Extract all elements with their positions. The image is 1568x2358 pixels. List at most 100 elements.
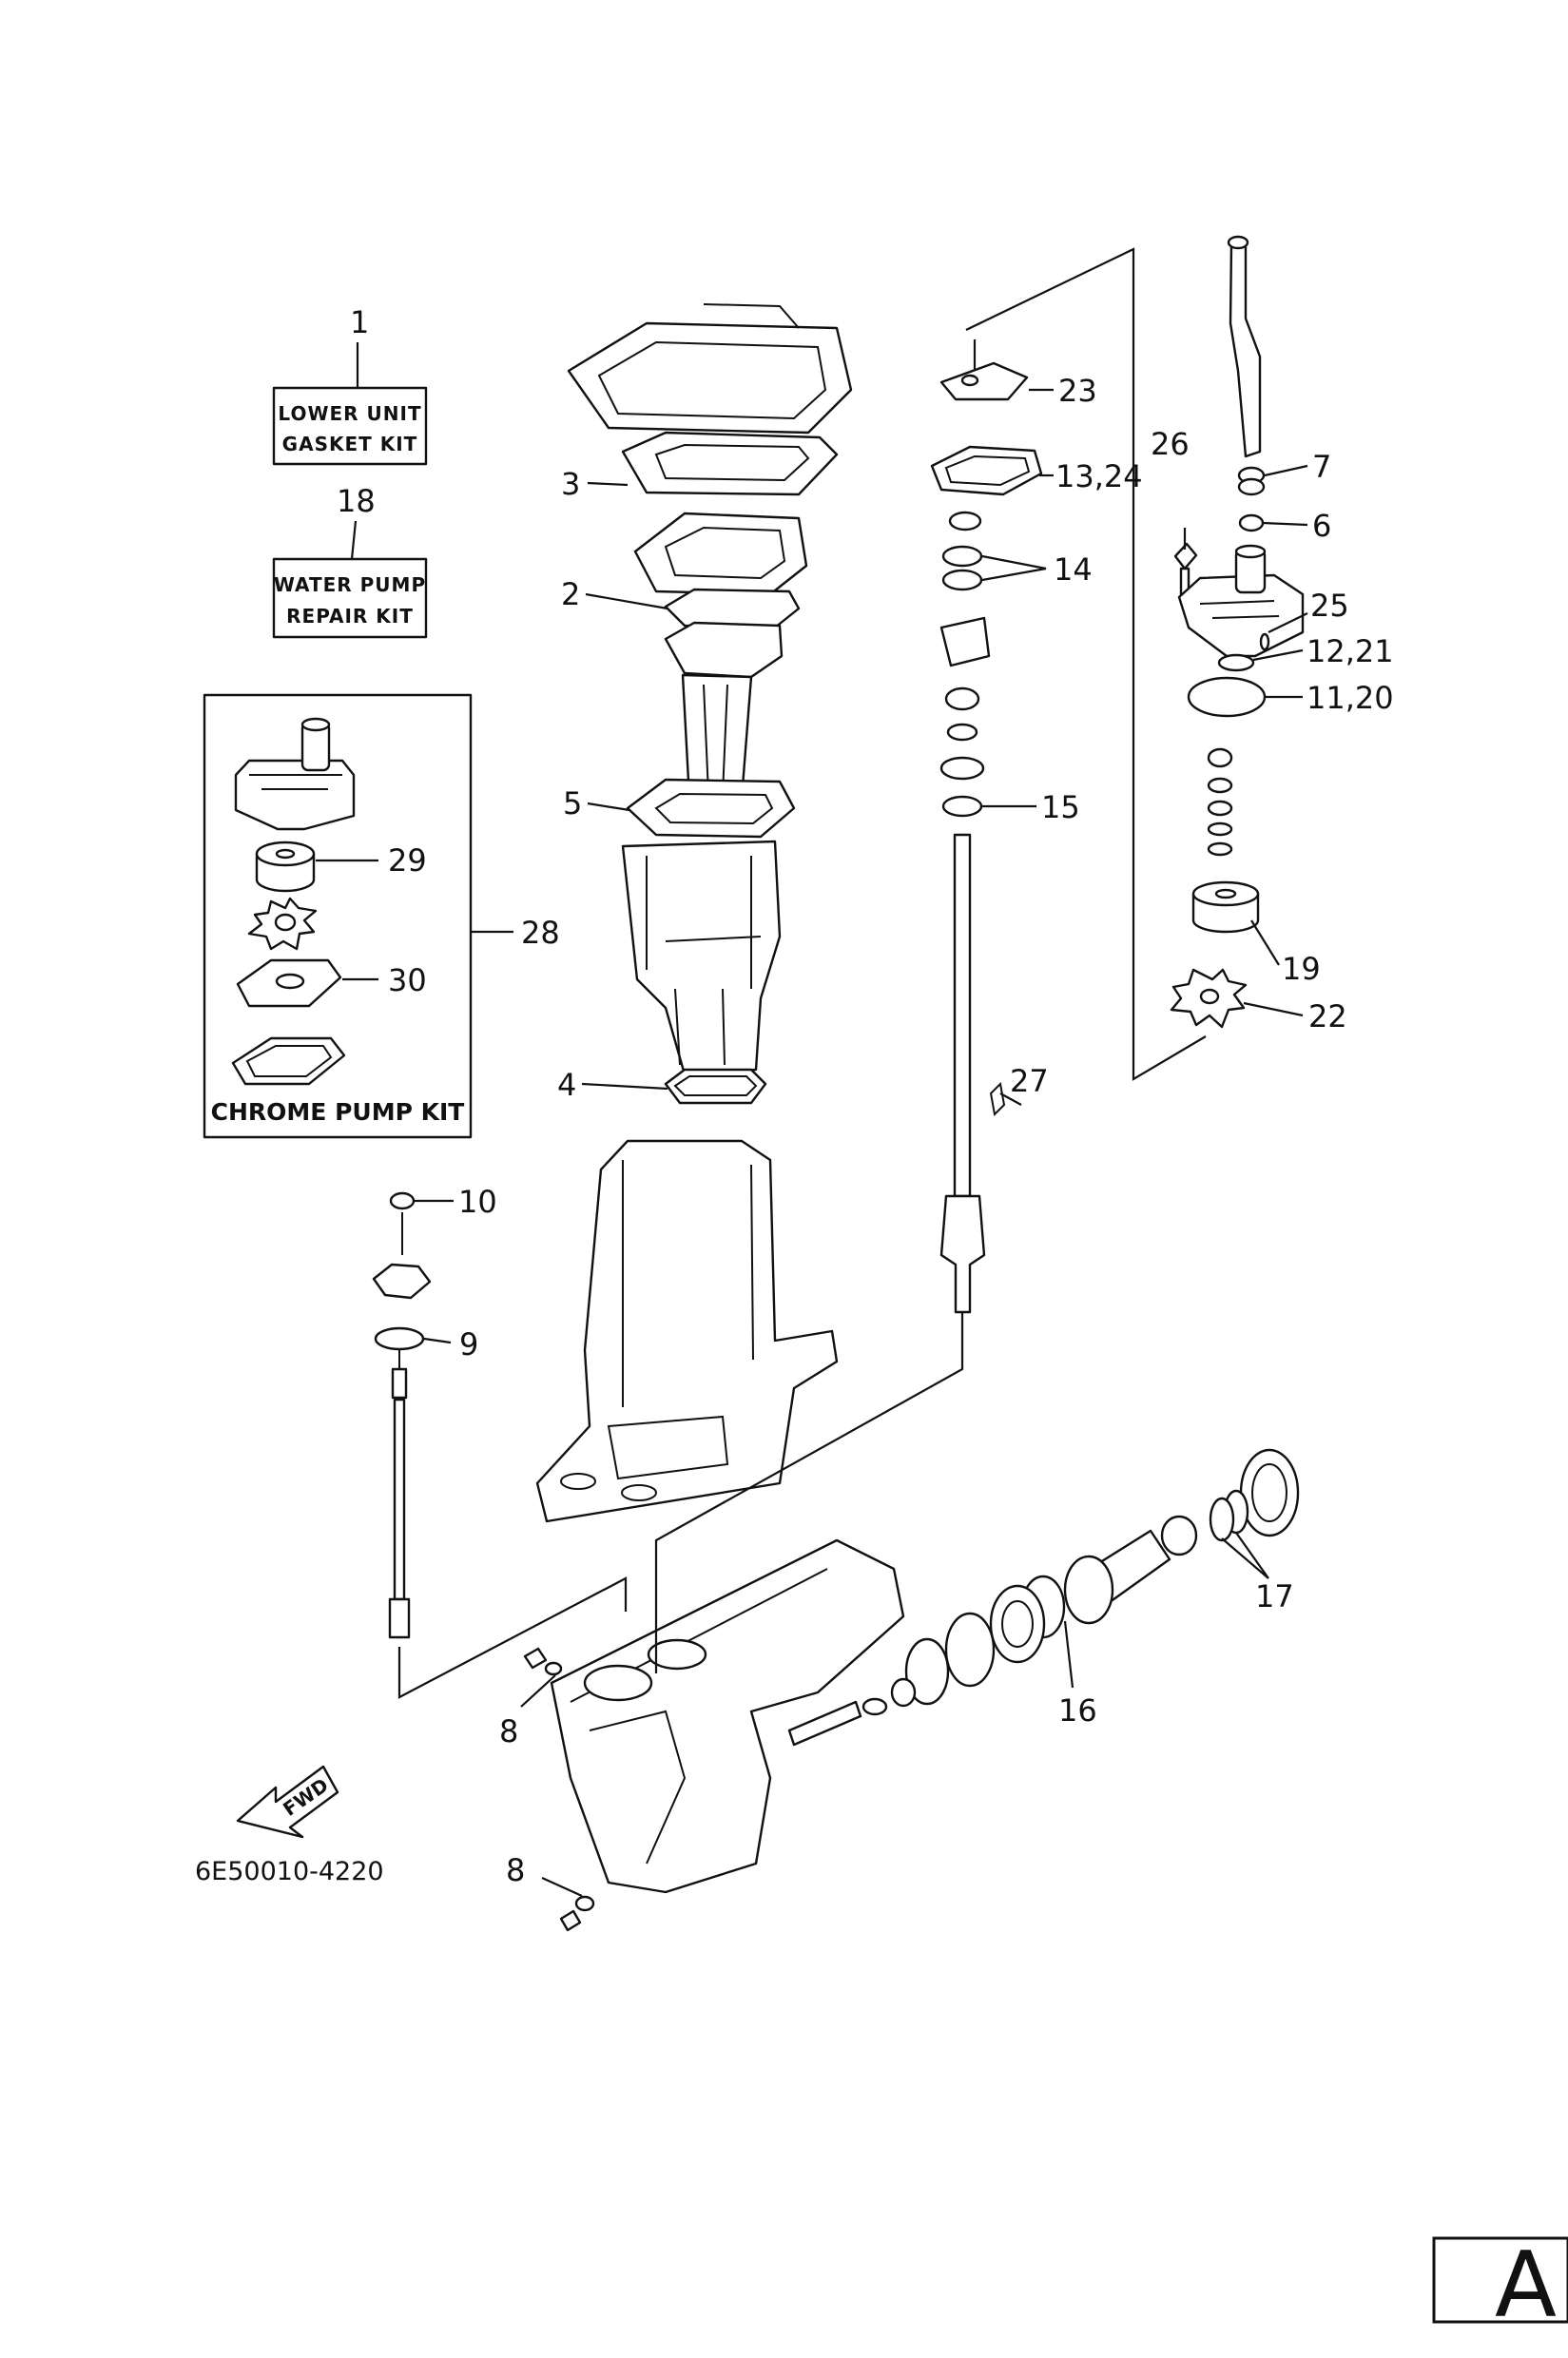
water-pump-kit-line1: WATER PUMP <box>274 573 426 596</box>
pump-gasket-part <box>231 1036 346 1086</box>
upper-gasket-plate <box>567 303 853 435</box>
impeller-part <box>247 897 318 951</box>
shift-rod <box>393 1398 406 1601</box>
o-ring-12-21 <box>1217 653 1255 672</box>
needle-bearing-part <box>1160 1515 1198 1556</box>
drive-shaft-lower-end <box>939 1194 986 1314</box>
bearing-housing-end <box>1239 1448 1300 1537</box>
check-screw-8-upper <box>523 1647 563 1676</box>
shift-rod-end <box>388 1597 411 1639</box>
callout-8-lower: 8 <box>506 1852 525 1888</box>
callout-8-upper: 8 <box>499 1713 518 1749</box>
key-27 <box>989 1081 1006 1117</box>
gasket-13-24 <box>930 445 1043 496</box>
upper-casing-part <box>621 840 782 1076</box>
exhaust-guide-part <box>633 512 808 596</box>
page-letter: A <box>1495 2233 1557 2338</box>
shim-ring-part <box>944 1612 996 1688</box>
drain-screw-8-lower <box>559 1895 595 1932</box>
callout-1: 1 <box>350 304 369 340</box>
callout-11-20: 11,20 <box>1307 680 1394 716</box>
drive-shaft-connector <box>654 1312 964 1673</box>
oil-seal-housing <box>939 616 991 667</box>
lower-unit-kit-box <box>272 386 428 466</box>
lower-unit-kit-line1: LOWER UNIT <box>278 402 421 425</box>
spacer-part <box>1207 747 1233 768</box>
drive-shaft-housing-part <box>535 1139 839 1523</box>
oil-seal-14b <box>941 569 983 591</box>
shift-rod-connector <box>397 1576 628 1699</box>
insert-cartridge-part <box>255 841 316 893</box>
callout-26: 26 <box>1151 426 1190 462</box>
callout-19: 19 <box>1282 951 1321 987</box>
water-tube <box>1229 241 1262 458</box>
callout-18: 18 <box>337 483 376 519</box>
sleeve-part <box>944 686 980 711</box>
water-pump-kit-line2: REPAIR KIT <box>286 605 414 628</box>
callout-5: 5 <box>563 785 582 821</box>
bolt-26-head <box>1173 542 1198 570</box>
callout-27: 27 <box>1010 1063 1049 1099</box>
water-pump-repair-kit: 18 WATER PUMP REPAIR KIT <box>272 483 428 639</box>
callout-28: 28 <box>521 915 560 951</box>
oil-seal-14a <box>941 545 983 568</box>
reverse-gear-part <box>904 1637 950 1706</box>
lower-unit-kit-line2: GASKET KIT <box>282 433 418 455</box>
pump-plate-23 <box>939 361 1029 401</box>
callout-14: 14 <box>1054 551 1093 588</box>
drive-shaft <box>953 833 972 1198</box>
outer-plate-part <box>236 958 342 1008</box>
pump-housing-part <box>234 717 356 831</box>
callout-15: 15 <box>1041 789 1080 825</box>
propeller-shaft-gear-train <box>890 1448 1300 1708</box>
chrome-pump-kit-label: CHROME PUMP KIT <box>211 1098 465 1126</box>
gasket-2 <box>664 588 801 629</box>
water-pump-column <box>1170 235 1305 1029</box>
callout-30: 30 <box>388 962 427 998</box>
oil-seal-17b <box>1209 1497 1235 1542</box>
water-pump-kit-box <box>272 557 428 639</box>
callout-25: 25 <box>1310 588 1349 624</box>
lower-unit-gasket-kit: 1 LOWER UNIT GASKET KIT <box>272 304 428 466</box>
gasket-3 <box>621 431 839 496</box>
pin-25 <box>1259 632 1270 651</box>
pump-group-bracket <box>965 247 1207 1081</box>
callout-16: 16 <box>1058 1692 1097 1729</box>
callout-3: 3 <box>561 466 580 502</box>
propeller-shaft-part <box>787 1697 888 1747</box>
bushing-part <box>948 511 982 532</box>
callout-29: 29 <box>388 842 427 879</box>
washer-c <box>1207 821 1233 837</box>
callout-13-24: 13,24 <box>1055 458 1143 494</box>
washer-b <box>1207 800 1233 817</box>
callout-9: 9 <box>459 1326 478 1363</box>
seal-6 <box>1238 513 1265 532</box>
callout-4: 4 <box>557 1067 576 1103</box>
seal-4 <box>664 1068 767 1105</box>
shift-rod-lever <box>372 1263 432 1300</box>
callout-17: 17 <box>1255 1578 1294 1614</box>
bearing-part <box>939 756 985 781</box>
callout-22: 22 <box>1308 998 1347 1034</box>
thrust-washer-part <box>890 1677 917 1708</box>
o-ring-15 <box>941 795 983 818</box>
o-ring-11-20 <box>1187 676 1267 718</box>
callout-7: 7 <box>1312 449 1331 485</box>
callout-10: 10 <box>458 1184 497 1220</box>
chrome-pump-kit: CHROME PUMP KIT 29 30 <box>203 693 473 1139</box>
ball-bearing-part <box>989 1584 1046 1664</box>
washer-a <box>1207 777 1233 794</box>
washer-d <box>1207 841 1233 857</box>
o-ring-9 <box>374 1326 425 1351</box>
washer-part <box>946 723 978 742</box>
exhaust-manifold-part <box>664 621 784 801</box>
diagram-code: 6E50010-4220 <box>195 1857 384 1886</box>
shift-rod-assembly <box>372 1191 432 1639</box>
drive-shaft-column <box>930 361 1043 1314</box>
lower-casing-part <box>550 1538 905 1894</box>
fwd-direction-arrow: FWD <box>236 1765 339 1839</box>
page-letter-box <box>1432 2236 1568 2324</box>
shift-rod-joint <box>391 1367 408 1400</box>
pump-housing-25 <box>1177 573 1305 658</box>
